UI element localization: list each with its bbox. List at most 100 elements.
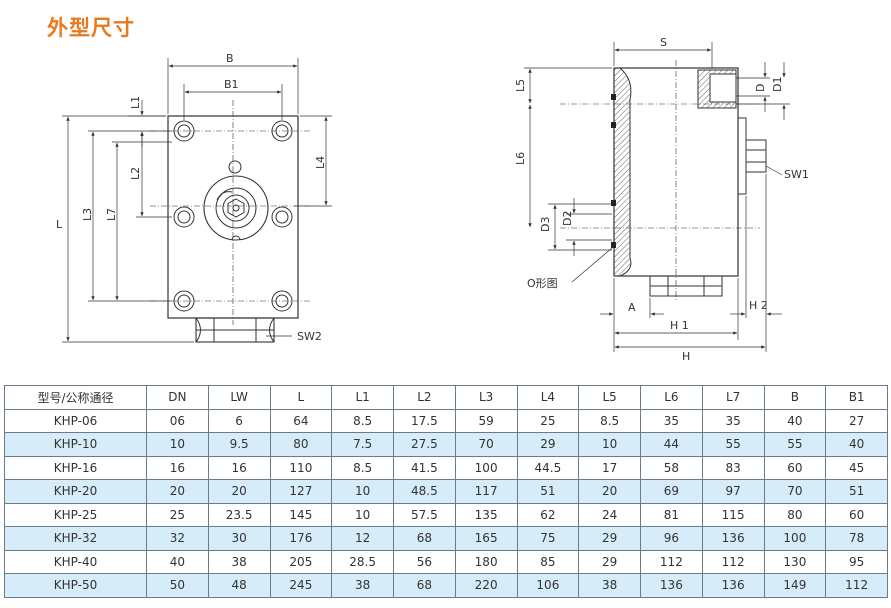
label-l5: L5 bbox=[514, 79, 527, 92]
table-cell: 85 bbox=[516, 549, 580, 574]
table-cell: 38 bbox=[207, 549, 271, 574]
table-cell: 27.5 bbox=[393, 432, 456, 457]
table-cell: 97 bbox=[701, 479, 765, 504]
table-cell: 44 bbox=[640, 432, 703, 457]
table-cell: 27 bbox=[825, 408, 888, 433]
table-cell: 110 bbox=[269, 455, 333, 480]
front-view bbox=[62, 58, 332, 343]
table-cell: 100 bbox=[454, 455, 518, 480]
table-cell: KHP-40 bbox=[4, 549, 147, 574]
side-view bbox=[524, 42, 790, 352]
table-cell: 10 bbox=[146, 432, 209, 457]
column-header: L7 bbox=[701, 385, 765, 410]
table-cell: 136 bbox=[640, 573, 703, 598]
table-cell: 7.5 bbox=[331, 432, 394, 457]
table-cell: 68 bbox=[393, 573, 456, 598]
table-cell: 48.5 bbox=[393, 479, 456, 504]
column-header: DN bbox=[146, 385, 209, 410]
table-cell: 220 bbox=[454, 573, 518, 598]
label-l: L bbox=[56, 218, 63, 231]
table-cell: 35 bbox=[640, 408, 703, 433]
table-cell: 136 bbox=[701, 573, 765, 598]
label-l4: L4 bbox=[314, 156, 327, 169]
table-cell: 75 bbox=[516, 526, 580, 551]
column-header: L bbox=[269, 385, 333, 410]
table-cell: 38 bbox=[331, 573, 394, 598]
table-cell: 8.5 bbox=[331, 455, 394, 480]
table-cell: 30 bbox=[207, 526, 271, 551]
table-cell: 68 bbox=[393, 526, 456, 551]
table-cell: 45 bbox=[825, 455, 888, 480]
table-cell: 59 bbox=[454, 408, 518, 433]
table-cell: 115 bbox=[701, 502, 765, 527]
table-cell: 70 bbox=[763, 479, 827, 504]
table-cell: 9.5 bbox=[207, 432, 271, 457]
label-sw1: SW1 bbox=[784, 168, 809, 181]
column-header: L3 bbox=[454, 385, 518, 410]
column-header: L5 bbox=[578, 385, 641, 410]
table-cell: 41.5 bbox=[393, 455, 456, 480]
label-h2: H 2 bbox=[749, 299, 768, 312]
table-cell: 48 bbox=[207, 573, 271, 598]
table-cell: 135 bbox=[454, 502, 518, 527]
table-cell: 96 bbox=[640, 526, 703, 551]
table-cell: 40 bbox=[146, 549, 209, 574]
table-cell: 8.5 bbox=[331, 408, 394, 433]
table-cell: 165 bbox=[454, 526, 518, 551]
label-d2: D2 bbox=[561, 211, 574, 226]
table-cell: 80 bbox=[763, 502, 827, 527]
table-cell: 60 bbox=[825, 502, 888, 527]
table-cell: 12 bbox=[331, 526, 394, 551]
table-cell: 117 bbox=[454, 479, 518, 504]
table-cell: 130 bbox=[763, 549, 827, 574]
table-cell: 127 bbox=[269, 479, 333, 504]
table-cell: 17 bbox=[578, 455, 641, 480]
table-cell: 35 bbox=[701, 408, 765, 433]
table-cell: 112 bbox=[825, 573, 888, 598]
table-cell: 145 bbox=[269, 502, 333, 527]
label-l7: L7 bbox=[105, 208, 118, 221]
table-cell: 245 bbox=[269, 573, 333, 598]
label-d: D bbox=[754, 84, 767, 92]
table-cell: 10 bbox=[331, 479, 394, 504]
table-cell: 64 bbox=[269, 408, 333, 433]
table-cell: 51 bbox=[825, 479, 888, 504]
table-cell: 136 bbox=[701, 526, 765, 551]
column-header: LW bbox=[207, 385, 271, 410]
table-cell: 06 bbox=[146, 408, 209, 433]
valve-knob bbox=[203, 160, 269, 241]
table-cell: 20 bbox=[578, 479, 641, 504]
table-cell: 23.5 bbox=[207, 502, 271, 527]
table-cell: KHP-06 bbox=[4, 408, 147, 433]
table-cell: 149 bbox=[763, 573, 827, 598]
label-b: B bbox=[226, 52, 234, 65]
label-l3: L3 bbox=[81, 208, 94, 221]
table-cell: KHP-32 bbox=[4, 526, 147, 551]
table-cell: 32 bbox=[146, 526, 209, 551]
table-cell: 55 bbox=[763, 432, 827, 457]
table-cell: 51 bbox=[516, 479, 580, 504]
label-l6: L6 bbox=[514, 152, 527, 165]
table-cell: 56 bbox=[393, 549, 456, 574]
table-cell: 78 bbox=[825, 526, 888, 551]
table-cell: KHP-50 bbox=[4, 573, 147, 598]
bottom-nut-sw2 bbox=[195, 317, 275, 343]
table-cell: 95 bbox=[825, 549, 888, 574]
label-d1: D1 bbox=[771, 77, 784, 92]
table-cell: 16 bbox=[207, 455, 271, 480]
table-cell: 70 bbox=[454, 432, 518, 457]
table-cell: 24 bbox=[578, 502, 641, 527]
table-cell: 8.5 bbox=[578, 408, 641, 433]
table-cell: KHP-16 bbox=[4, 455, 147, 480]
table-cell: 50 bbox=[146, 573, 209, 598]
label-h1: H 1 bbox=[670, 319, 689, 332]
label-l1: L1 bbox=[129, 96, 142, 109]
table-cell: 57.5 bbox=[393, 502, 456, 527]
table-cell: 81 bbox=[640, 502, 703, 527]
